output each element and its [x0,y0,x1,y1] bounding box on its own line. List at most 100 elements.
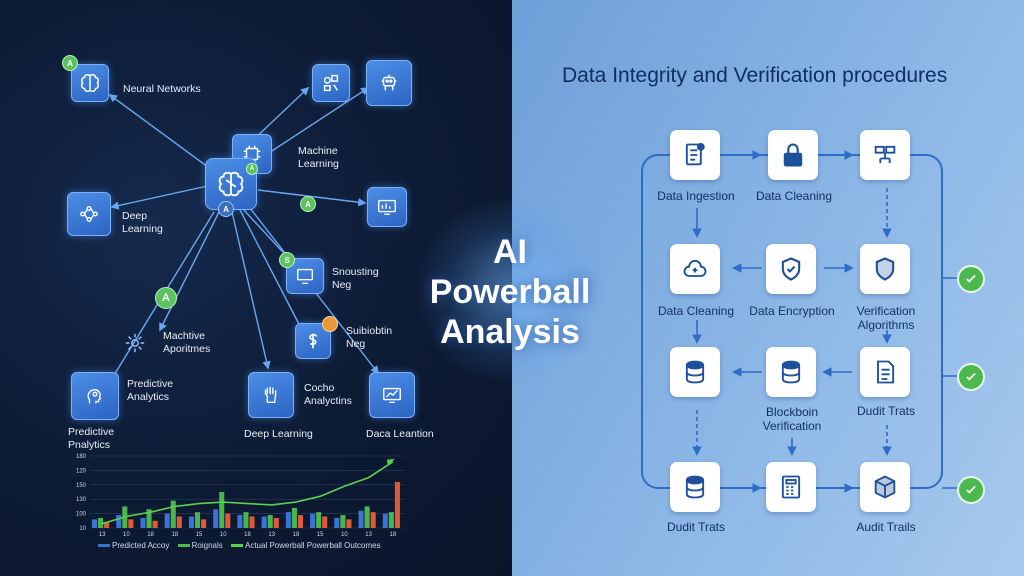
bar-3 [370,512,376,528]
bar-1 [140,517,146,528]
shield-icon [875,257,895,281]
database-icon-3 [685,475,705,499]
dudit-trats-mid-label: Dudit Trats [856,404,916,418]
lock-icon [783,143,803,167]
bar-2 [146,509,152,528]
bar-3 [104,522,110,528]
dashboard-node [367,187,407,227]
center-title: AI Powerball Analysis [395,232,625,352]
bar-3 [225,513,231,528]
legend-swatch-2 [177,544,190,548]
legend-item-1: Predicted Accoy [112,541,170,550]
bar-1 [237,515,243,528]
brain-icon-central [218,171,244,197]
dudit-trats-bottom-tile [670,462,720,512]
check-icon-1 [957,265,985,293]
x-tick-label: 15 [196,532,203,538]
y-tick-label: 100 [76,512,87,518]
bar-1 [92,519,98,528]
suibiobtin-label: Suibiobtin Neg [346,325,393,350]
bar-1 [116,515,122,528]
bar-1 [188,516,194,528]
bar-3 [273,517,279,528]
predictive-analytics-node [71,372,119,420]
data-cleaning-mid-tile [670,244,720,294]
snousting-label: Snousting Neg [332,266,379,291]
bar-2 [388,512,394,528]
dudit-trats-bottom-label: Dudit Trats [666,520,726,534]
robot-node [366,60,412,106]
machtive-label: Machtive Aporitmes [163,330,211,355]
bar-1 [358,510,364,528]
data-encryption-tile [766,244,816,294]
bar-3 [394,481,400,528]
shield-check-icon [781,257,801,281]
cocho-label: Cocho Analyctins [304,382,352,407]
daca-leantion-node [369,372,415,418]
bar-3 [152,520,158,528]
neural-networks-node [71,64,109,102]
center-title-line1: AI [493,233,527,271]
x-tick-label: 18 [244,532,251,538]
data-cleaning-top-label: Data Cleaning [755,189,833,203]
y-tick-label: 150 [76,483,87,489]
bar-3 [176,516,182,528]
monitor-icon [296,268,314,285]
bar-1 [334,517,340,528]
bar-2 [170,500,176,528]
dollar-icon [309,333,318,349]
right-title: Data Integrity and Verification procedur… [562,64,948,87]
x-tick-label: 13 [99,532,106,538]
robot-icon [381,74,397,91]
y-tick-label: 120 [76,468,87,474]
calculator-icon [781,475,801,499]
y-tick-label: 10 [79,526,86,532]
legend-swatch-1 [98,544,110,548]
deep-learning-top-node [67,192,111,236]
chart-legend: Predicted Accoy Roignals Actual Powerbal… [92,541,381,550]
calculator-tile [766,462,816,512]
cloud-icon [683,259,707,277]
daca-leantion-label: Daca Leantion [366,428,434,440]
x-tick-label: 15 [317,532,324,538]
bar-1 [261,516,267,528]
badge-a: A [62,55,78,71]
bar-2 [194,512,201,528]
bar-2 [364,506,370,528]
blockboin-verification-tile [766,347,816,397]
cocho-node [248,372,294,418]
bar-2 [98,517,104,528]
check-icon-3 [957,476,985,504]
bar-1 [213,509,219,528]
y-tick-label: 130 [76,497,87,503]
network-icon [80,205,98,223]
badge-s: S [279,252,295,268]
x-tick-label: 13 [365,532,372,538]
audit-trails-label: Audit Trails [856,520,916,534]
neural-networks-label: Neural Networks [123,83,201,95]
flow-icon [874,145,896,164]
bar-2 [243,512,249,528]
legend-item-2: Roignals [191,541,223,550]
head-icon [87,389,102,404]
legend-item-3: Actual Powerball Powerball Outcomes [244,541,381,550]
bar-2 [219,492,225,528]
y-tick-label: 180 [76,454,87,460]
trend-arrow [386,458,395,466]
deep-learning-top-label: Deep Learning [122,210,163,235]
brain-icon [80,73,100,93]
predictive-analytics-label: Predictive Analytics [127,378,174,403]
badge-orange [322,316,338,332]
verification-algorithms-label: Verification Algorithms [856,304,916,332]
database-tile-1 [670,347,720,397]
x-tick-label: 18 [390,532,397,538]
process-tile [860,130,910,180]
x-tick-label: 18 [293,532,300,538]
center-title-line2: Powerball Analysis [429,273,591,351]
deep-learning-bottom-label: Deep Learning [244,428,313,440]
x-tick-label: 10 [123,532,130,538]
data-ingestion-tile [670,130,720,180]
check-icon-2 [957,363,985,391]
data-ingestion-label: Data Ingestion [657,189,735,203]
bar-2 [340,515,346,528]
